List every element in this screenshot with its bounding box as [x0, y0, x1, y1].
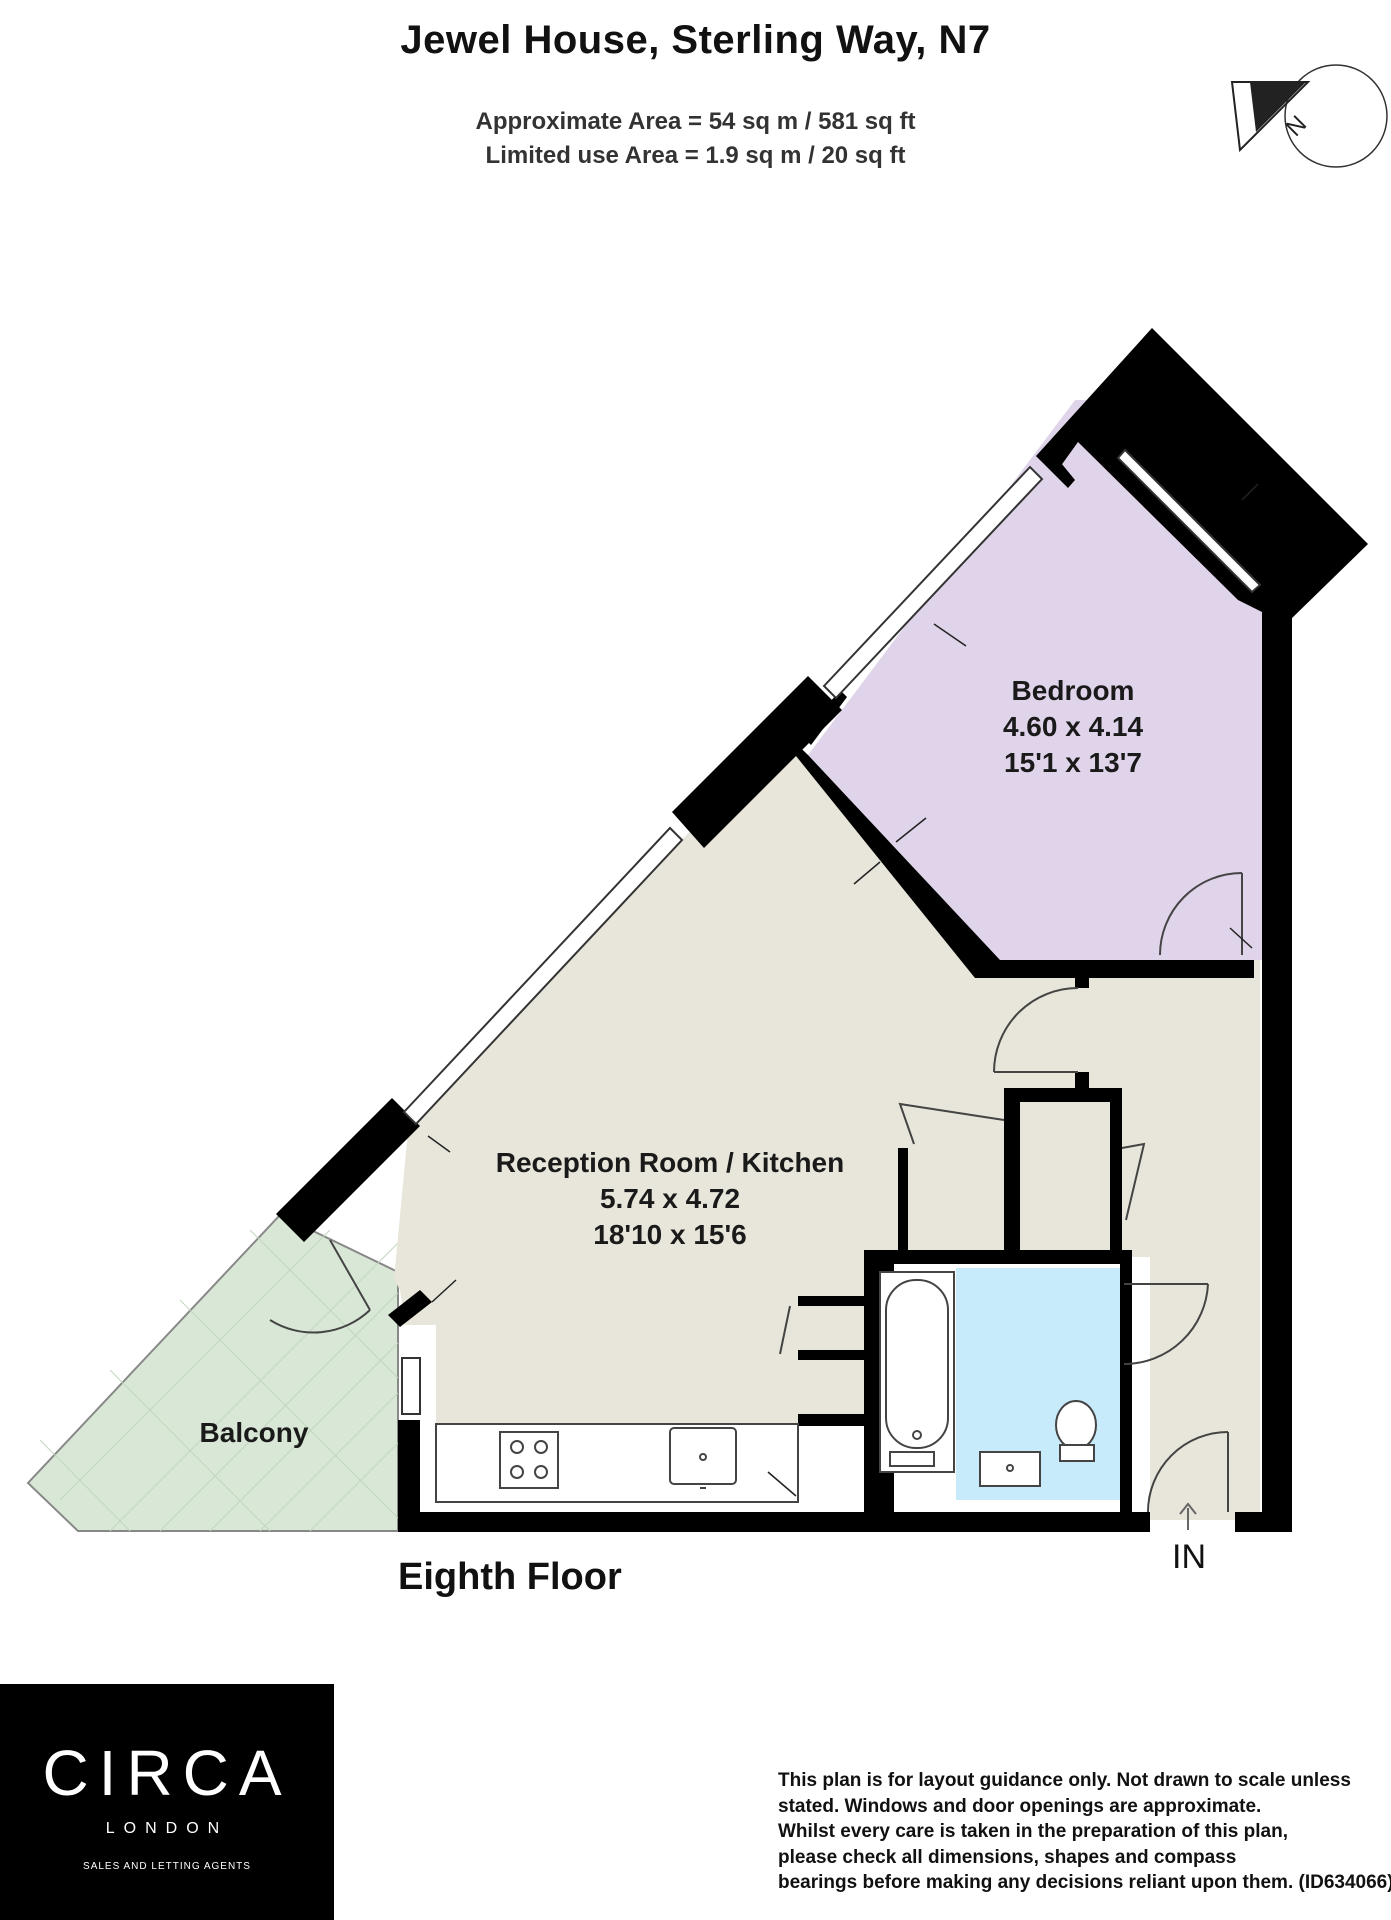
balcony-label: Balcony	[200, 1417, 309, 1448]
disclaimer-line: stated. Windows and door openings are ap…	[778, 1795, 1262, 1817]
reception-metric-size: 5.74 x 4.72	[600, 1183, 740, 1214]
bedroom-imperial-size: 15'1 x 13'7	[1004, 747, 1142, 778]
logo-subtitle: LONDON	[105, 1820, 229, 1837]
disclaimer-line: This plan is for layout guidance only. N…	[778, 1770, 1351, 1791]
entry-label: IN	[1172, 1538, 1206, 1576]
approximate-area: Approximate Area = 54 sq m / 581 sq ft	[475, 108, 916, 135]
toilet-icon	[1055, 1400, 1097, 1462]
bedroom-label: Bedroom	[1012, 675, 1135, 706]
kitchen-sink-icon	[669, 1427, 737, 1489]
reception-kitchen-area	[394, 734, 1260, 1520]
bedroom-metric-size: 4.60 x 4.14	[1003, 711, 1144, 742]
logo-tagline: SALES AND LETTING AGENTS	[83, 1861, 251, 1872]
bath-icon	[879, 1271, 955, 1473]
bathroom-basin-icon	[979, 1451, 1041, 1487]
dimension-arrows	[427, 483, 1259, 1497]
compass-icon: N	[1230, 64, 1388, 168]
disclaimer-line: bearings before making any decisions rel…	[778, 1872, 1391, 1893]
disclaimer-line: Whilst every care is taken in the prepar…	[778, 1821, 1288, 1842]
floor-label: Eighth Floor	[398, 1556, 622, 1598]
bedroom-area	[808, 400, 1262, 960]
disclaimer-line: please check all dimensions, shapes and …	[778, 1846, 1237, 1868]
kitchen-counter	[435, 1423, 799, 1503]
entry-arrow-icon	[1179, 1502, 1197, 1530]
balcony-tiles	[39, 1229, 399, 1532]
doors	[269, 872, 1243, 1513]
reception-imperial-size: 18'10 x 15'6	[593, 1219, 746, 1250]
page-title: Jewel House, Sterling Way, N7	[400, 18, 991, 62]
limited-use-area: Limited use Area = 1.9 sq m / 20 sq ft	[485, 142, 906, 169]
reception-label: Reception Room / Kitchen	[496, 1147, 844, 1178]
circa-logo: CIRCA LONDON SALES AND LETTING AGENTS	[0, 1684, 334, 1920]
logo-wordmark: CIRCA	[42, 1737, 292, 1809]
windows	[401, 448, 1262, 1415]
hob-icon	[499, 1431, 559, 1489]
disclaimer: This plan is for layout guidance only. N…	[778, 1768, 1391, 1896]
